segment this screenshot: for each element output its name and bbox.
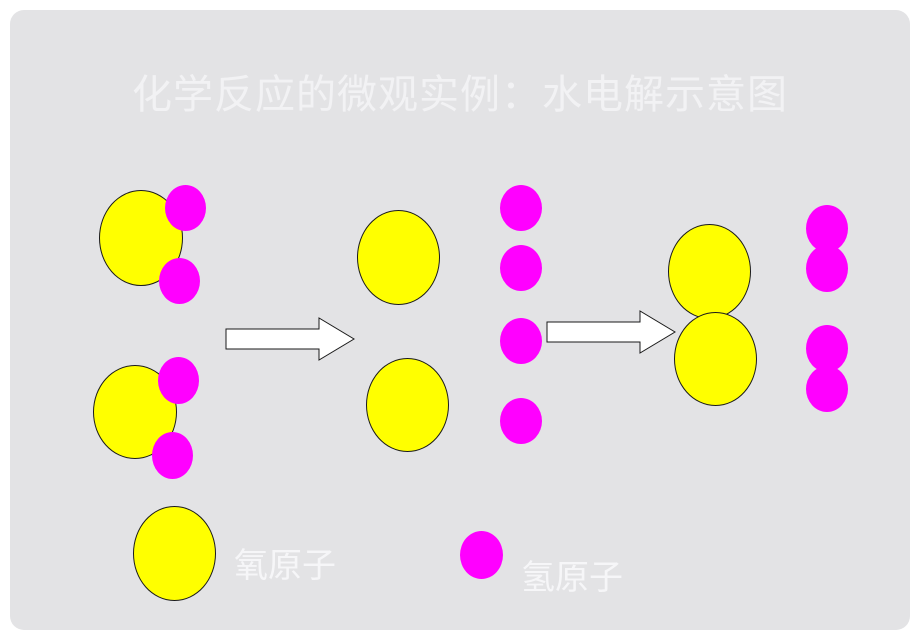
hydrogen-atom [159, 258, 200, 304]
hydrogen-atom [165, 185, 206, 231]
hydrogen-atom [806, 366, 848, 412]
oxygen-atom [668, 224, 751, 319]
oxygen-atom [674, 312, 757, 406]
oxygen-atom [366, 358, 449, 452]
oxygen-atom [357, 210, 440, 305]
hydrogen-atom [158, 357, 199, 404]
hydrogen-atom [500, 398, 542, 444]
slide: 化学反应的微观实例：水电解示意图 [10, 10, 910, 630]
hydrogen-atom [806, 325, 848, 372]
legend-oxygen-swatch [133, 506, 216, 601]
hydrogen-atom [806, 205, 848, 252]
hydrogen-atom [806, 245, 848, 292]
hydrogen-atom [152, 432, 193, 479]
hydrogen-atom [500, 185, 542, 231]
legend-oxygen-label: 氧原子 [234, 546, 336, 586]
slide-title: 化学反应的微观实例：水电解示意图 [132, 72, 788, 118]
legend-hydrogen-swatch [460, 531, 503, 579]
reaction-arrow-2 [546, 310, 676, 354]
hydrogen-atom [500, 318, 542, 364]
hydrogen-atom [500, 245, 542, 291]
legend-hydrogen-label: 氢原子 [521, 558, 623, 598]
reaction-arrow-1 [225, 317, 355, 361]
